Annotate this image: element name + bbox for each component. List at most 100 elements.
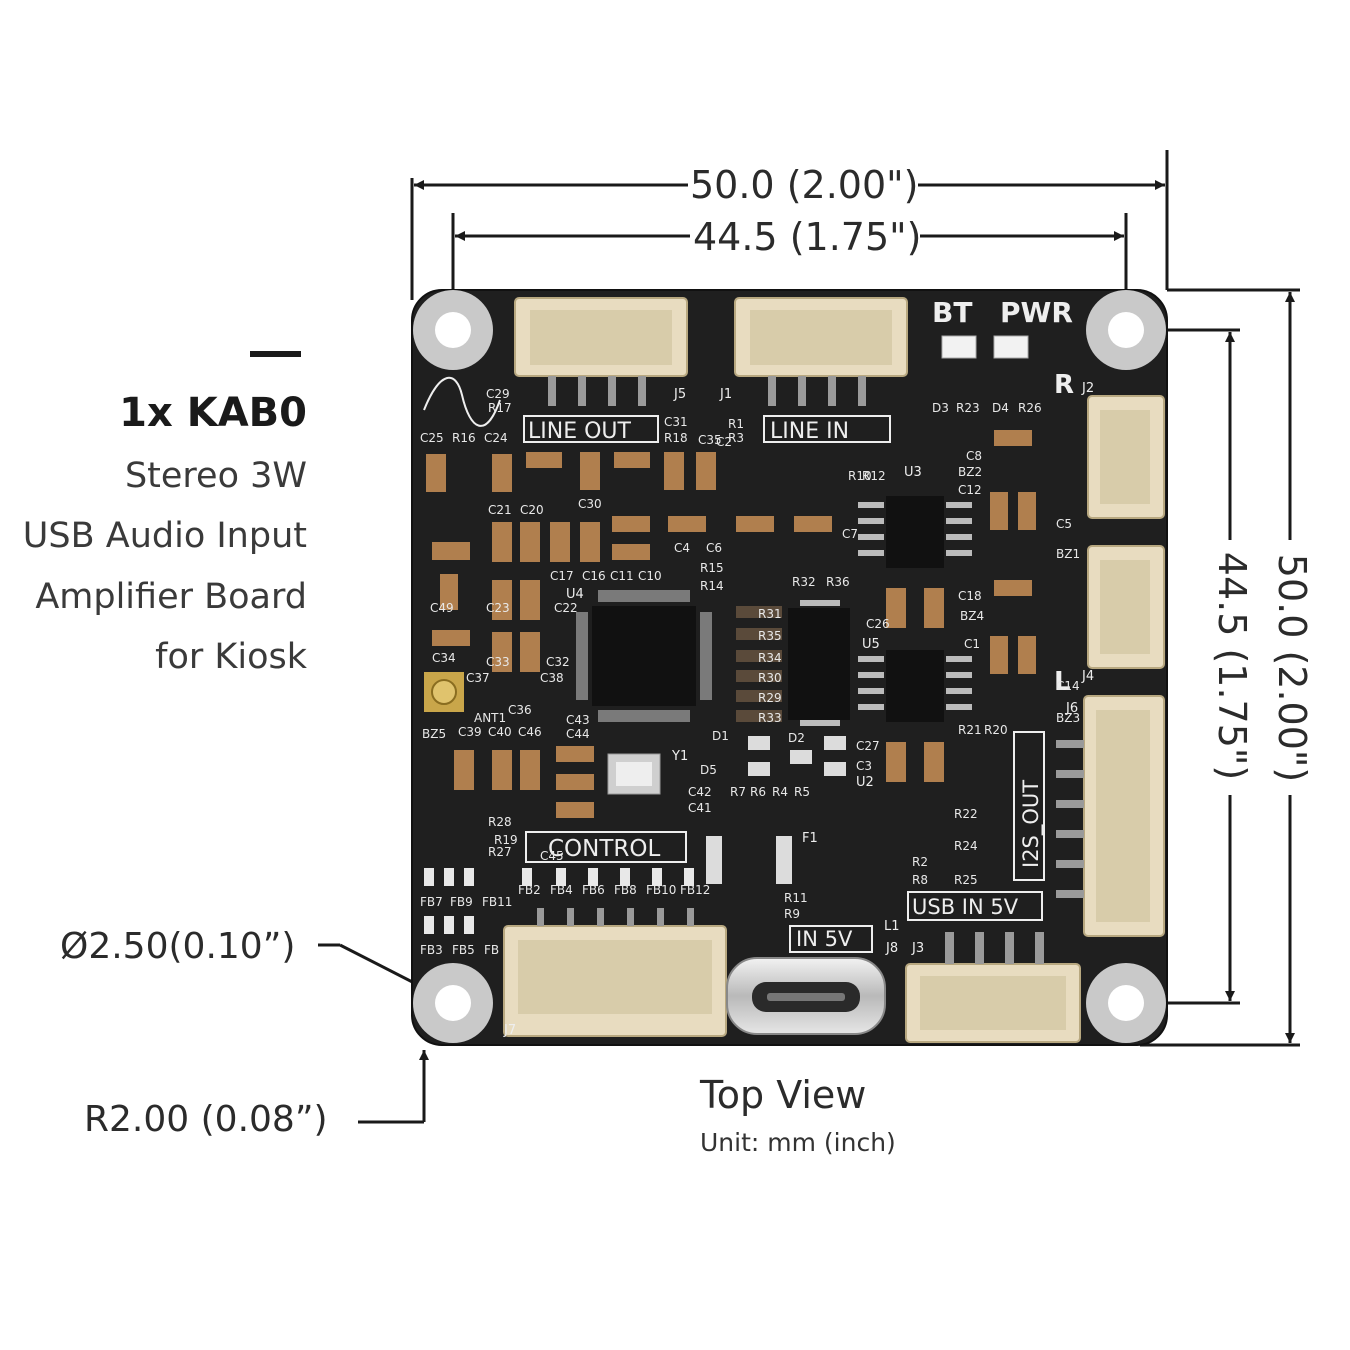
designator-fb12: FB12 [680,883,710,897]
designator-r10: R10 [848,469,872,483]
designator-c34: C34 [432,651,456,665]
designator-r31: R31 [758,607,782,621]
designator-c40: C40 [488,725,512,739]
designator-r2: R2 [912,855,928,869]
mounting-holes [413,290,1166,1043]
label-bt: BT [932,296,972,329]
designator-r11: R11 [784,891,808,905]
designator-c24: C24 [484,431,508,445]
designator-d4: D4 [992,401,1009,415]
label-j7: J7 [503,1023,516,1038]
designator-r23: R23 [956,401,980,415]
designator-c36: C36 [508,703,532,717]
designator-c29: C29 [486,387,510,401]
designator-fb11: FB11 [482,895,512,909]
label-r-channel: R [1054,370,1074,400]
designator-c12: C12 [958,483,982,497]
label-l-channel: L [1054,667,1071,697]
designator-r18: R18 [664,431,688,445]
label-j5: J5 [673,387,686,402]
designator-d2: D2 [788,731,805,745]
label-j8: J8 [885,941,898,956]
label-j1: J1 [719,387,732,402]
designator-r32: R32 [792,575,816,589]
usb-c-port [726,957,886,1035]
designator-r24: R24 [954,839,978,853]
designator-c2: C2 [716,435,732,449]
label-control: CONTROL [548,836,661,862]
chip-u4 [576,590,712,722]
designator-r27: R27 [488,845,512,859]
designator-bz5: BZ5 [422,727,446,741]
designator-c42: C42 [688,785,712,799]
designator-fb2: FB2 [518,883,541,897]
designator-c8: C8 [966,449,982,463]
designator-c43: C43 [566,713,590,727]
designator-d1: D1 [712,729,729,743]
designator-c46: C46 [518,725,542,739]
silkscreen-boxes [523,415,1045,953]
designator-fb9: FB9 [450,895,473,909]
designator-r20: R20 [984,723,1008,737]
dimension-corner-radius: R2.00 (0.08”) [84,1099,328,1140]
crystal-y1 [607,753,661,795]
designator-r16: R16 [452,431,476,445]
designator-fb3: FB3 [420,943,443,957]
connector-line-in [734,297,908,406]
label-in-5v: IN 5V [796,927,853,951]
designator-r5: R5 [794,785,810,799]
dimension-top-outer: 50.0 (2.00") [690,163,919,207]
label-l1: L1 [884,919,900,934]
antenna-connector [424,672,464,712]
dimension-right-outer: 50.0 (2.00") [1270,553,1314,783]
designator-r29: R29 [758,691,782,705]
designator-d5: D5 [700,763,717,777]
designator-fb6: FB6 [582,883,605,897]
designator-r6: R6 [750,785,766,799]
designator-c31: C31 [664,415,688,429]
designator-r1: R1 [728,417,744,431]
designator-c37: C37 [466,671,490,685]
designator-c21: C21 [488,503,512,517]
designator-c41: C41 [688,801,712,815]
chip-u3 [858,496,972,568]
designator-c45: C45 [540,849,564,863]
designator-c18: C18 [958,589,982,603]
view-unit: Unit: mm (inch) [700,1128,896,1157]
designator-bz4: BZ4 [960,609,984,623]
label-u2: U2 [856,775,874,790]
designator-r36: R36 [826,575,850,589]
leds [941,335,1029,359]
designator-r33: R33 [758,711,782,725]
designator-r34: R34 [758,651,782,665]
label-line-in: LINE IN [770,419,849,444]
description-line-1: Stereo 3W [124,456,307,496]
designator-d3: D3 [932,401,949,415]
sine-wave-icon [423,376,501,427]
designator-fb10: FB10 [646,883,676,897]
label-j6: J6 [1065,701,1078,716]
label-usb-in: USB IN 5V [912,895,1019,919]
designator-c6: C6 [706,541,722,555]
chip-middle [788,600,850,726]
designator-c16: C16 [582,569,606,583]
chip-u5 [858,650,972,722]
designator-c14: C14 [1056,679,1080,693]
designator-c20: C20 [520,503,544,517]
designator-fb8: FB8 [614,883,637,897]
title-dash [250,351,301,357]
designator-r7: R7 [730,785,746,799]
label-u5: U5 [862,637,880,652]
designator-c5: C5 [1056,517,1072,531]
label-f1: F1 [802,831,818,846]
designator-c35: C35 [698,433,722,447]
label-i2s-out: I2S_OUT [1019,780,1044,868]
designator-c7: C7 [842,527,858,541]
designator-r17: R17 [488,401,512,415]
label-u3: U3 [904,465,922,480]
designator-r21: R21 [958,723,982,737]
designator-c4: C4 [674,541,690,555]
designator-bz3: BZ3 [1056,711,1080,725]
designator-c11: C11 [610,569,634,583]
